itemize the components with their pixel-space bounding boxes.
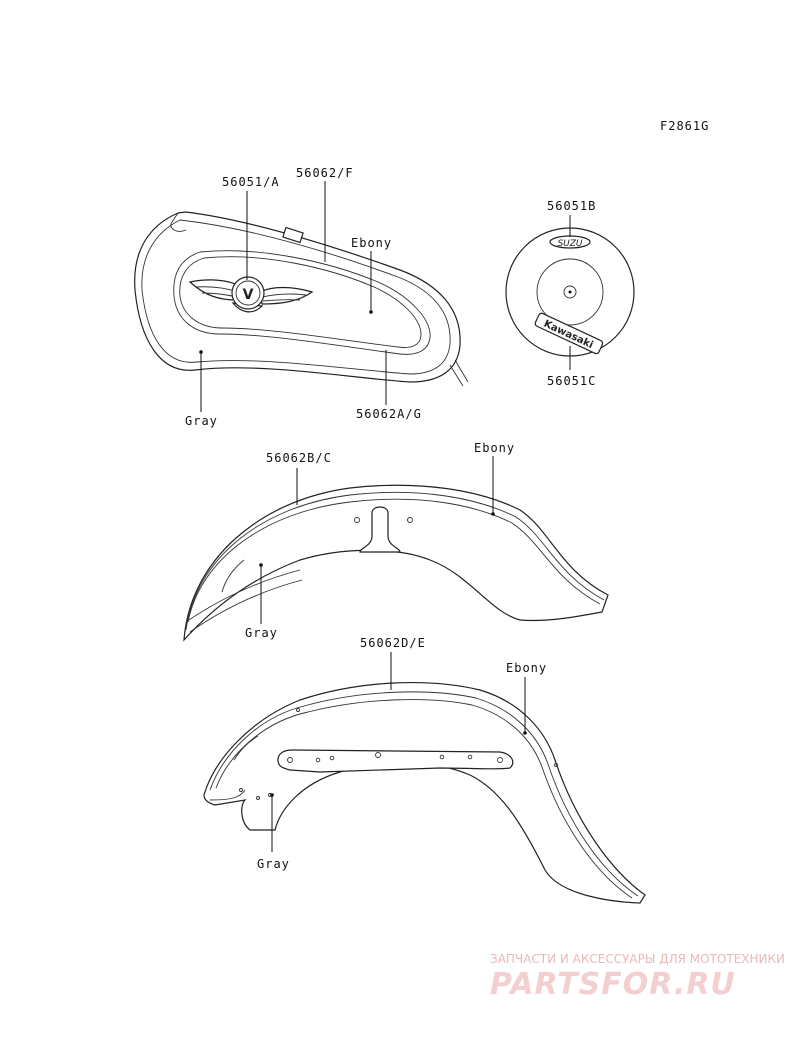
round-emblem: SUZU Kawasaki bbox=[505, 227, 635, 357]
label-disc-top: 56051B bbox=[547, 199, 596, 213]
front-fender bbox=[183, 484, 609, 642]
label-front-fender-gray: Gray bbox=[245, 626, 278, 640]
disc-badge-text: SUZU bbox=[557, 239, 582, 249]
figure-code: F2861G bbox=[660, 119, 709, 133]
rear-fender bbox=[203, 682, 646, 904]
watermark: ЗАПЧАСТИ И АКСЕССУАРЫ ДЛЯ МОТОТЕХНИКИ PA… bbox=[490, 952, 785, 1002]
label-rear-fender-part: 56062D/E bbox=[360, 636, 426, 650]
label-rear-fender-gray: Gray bbox=[257, 857, 290, 871]
label-rear-fender-ebony: Ebony bbox=[506, 661, 547, 675]
label-tank-stripe-upper: 56062/F bbox=[296, 166, 354, 180]
label-tank-stripe-lower: 56062A/G bbox=[356, 407, 422, 421]
fuel-tank bbox=[134, 211, 469, 387]
label-front-fender-part: 56062B/C bbox=[266, 451, 332, 465]
watermark-tagline: ЗАПЧАСТИ И АКСЕССУАРЫ ДЛЯ МОТОТЕХНИКИ bbox=[490, 952, 785, 966]
tank-badge-letter: V bbox=[243, 287, 254, 303]
label-tank-ebony: Ebony bbox=[351, 236, 392, 250]
watermark-brand: PARTSFOR.RU bbox=[490, 967, 736, 1002]
winged-v-emblem: V bbox=[188, 276, 314, 313]
label-tank-emblem: 56051/A bbox=[222, 175, 280, 189]
label-front-fender-ebony: Ebony bbox=[474, 441, 515, 455]
label-tank-gray: Gray bbox=[185, 414, 218, 428]
label-disc-bottom: 56051C bbox=[547, 374, 596, 388]
